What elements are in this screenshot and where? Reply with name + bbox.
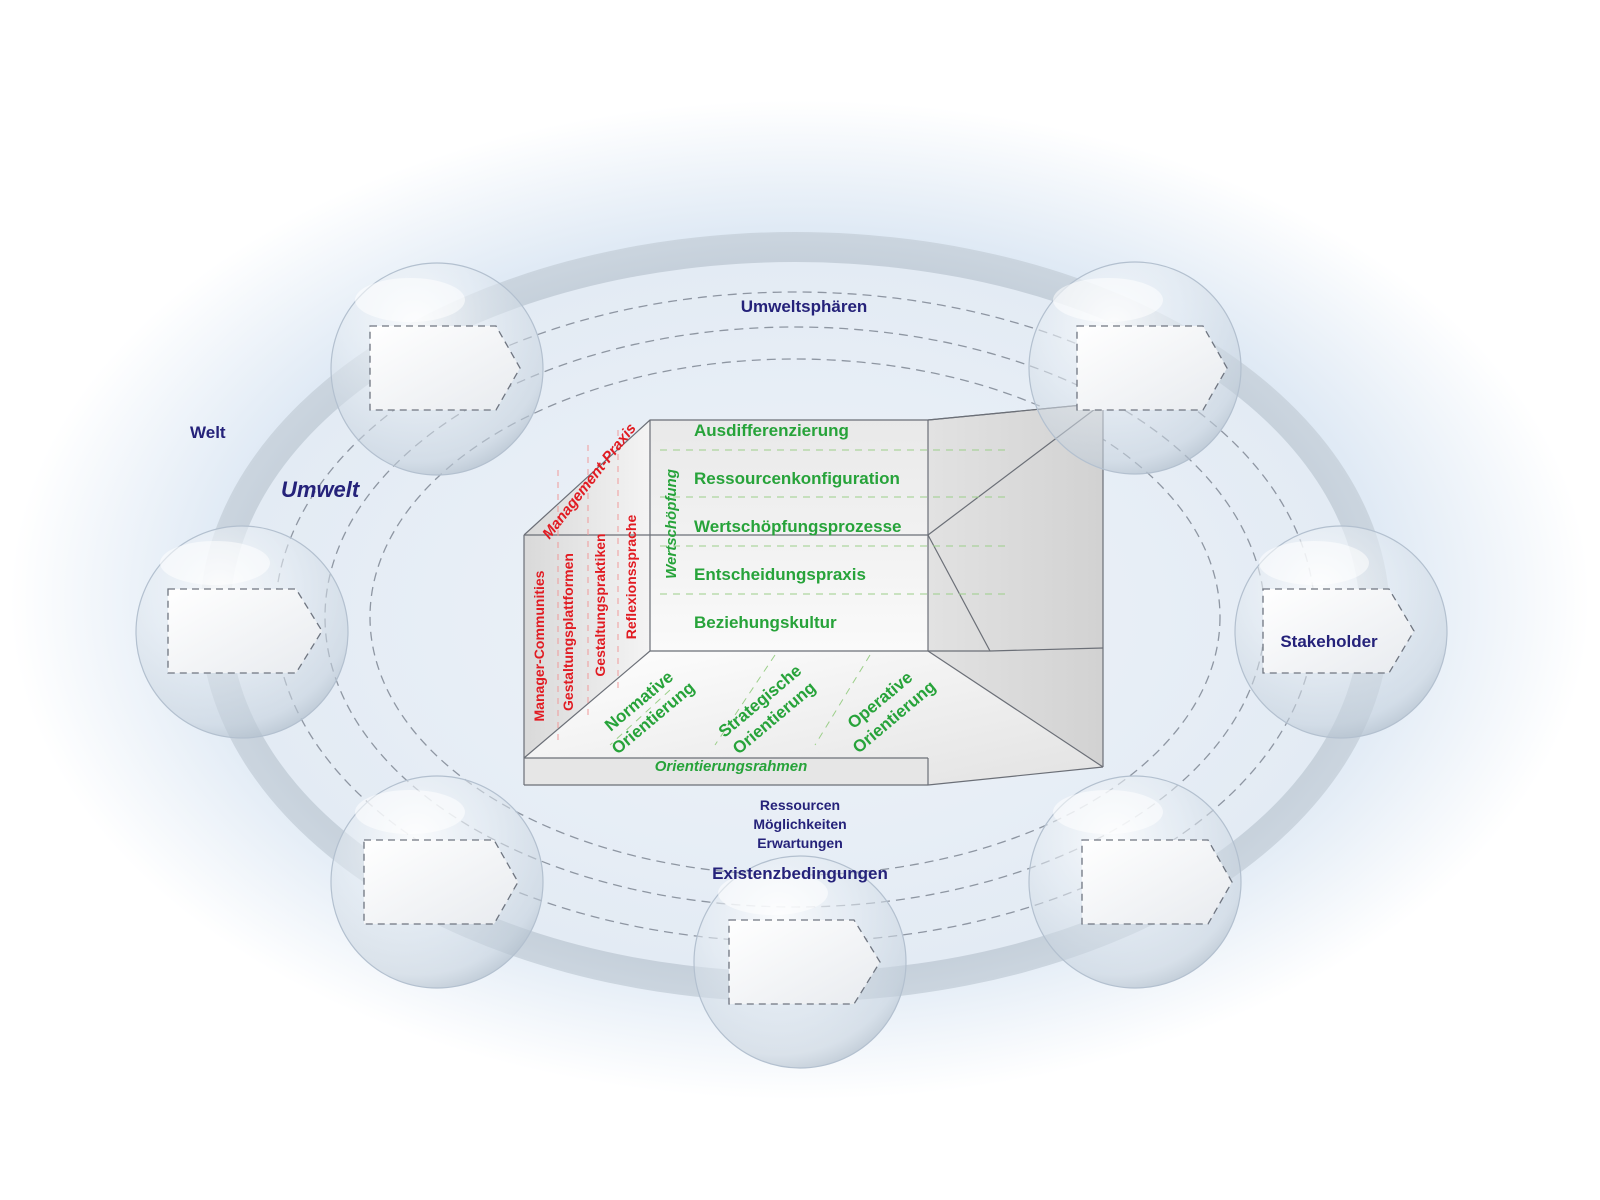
stakeholder-bubble-bottom-left[interactable] <box>330 775 544 989</box>
label-moeglichkeiten: Möglichkeiten <box>753 816 846 832</box>
stakeholder-card-labeled[interactable] <box>1262 588 1415 674</box>
stakeholder-card[interactable] <box>167 588 323 674</box>
wertschoepfung-header: Wertschöpfung <box>663 469 680 579</box>
wertschoepfung-item-1: Ausdifferenzierung <box>694 421 849 440</box>
stakeholder-card[interactable] <box>369 325 521 411</box>
organization-cube <box>523 402 1104 786</box>
label-umweltsphaeren: Umweltsphären <box>741 297 868 316</box>
label-stakeholder: Stakeholder <box>1280 632 1378 651</box>
stakeholder-bubble-bottom-middle[interactable] <box>693 855 907 1069</box>
management-item-4: Reflexionssprache <box>623 515 639 640</box>
management-item-1: Manager-Communities <box>531 570 547 721</box>
label-ressourcen: Ressourcen <box>760 797 840 813</box>
cube-floor <box>524 651 1103 785</box>
label-erwartungen: Erwartungen <box>757 835 843 851</box>
label-existenzbedingungen: Existenzbedingungen <box>712 864 888 883</box>
stakeholder-bubble-top-right[interactable] <box>1028 261 1242 475</box>
stakeholder-card[interactable] <box>1076 325 1228 411</box>
stakeholder-bubble-bottom-right[interactable] <box>1028 775 1242 989</box>
management-item-3: Gestaltungspraktiken <box>592 533 608 676</box>
management-item-2: Gestaltungsplattformen <box>560 553 576 711</box>
stakeholder-card[interactable] <box>1081 839 1233 925</box>
stakeholder-card[interactable] <box>728 919 881 1005</box>
wertschoepfung-item-4: Entscheidungspraxis <box>694 565 866 584</box>
wertschoepfung-item-2: Ressourcenkonfiguration <box>694 469 900 488</box>
stakeholder-bubble-right[interactable] <box>1234 525 1448 739</box>
wertschoepfung-item-3: Wertschöpfungsprozesse <box>694 517 902 536</box>
stakeholder-card[interactable] <box>363 839 519 925</box>
stakeholder-bubble-top-left[interactable] <box>330 262 544 476</box>
label-umwelt: Umwelt <box>281 477 361 502</box>
cube-front-face <box>524 758 928 785</box>
label-welt: Welt <box>190 423 226 442</box>
wertschoepfung-item-5: Beziehungskultur <box>694 613 837 632</box>
stakeholder-bubble-left[interactable] <box>135 525 349 739</box>
orientierung-header: Orientierungsrahmen <box>655 758 808 775</box>
